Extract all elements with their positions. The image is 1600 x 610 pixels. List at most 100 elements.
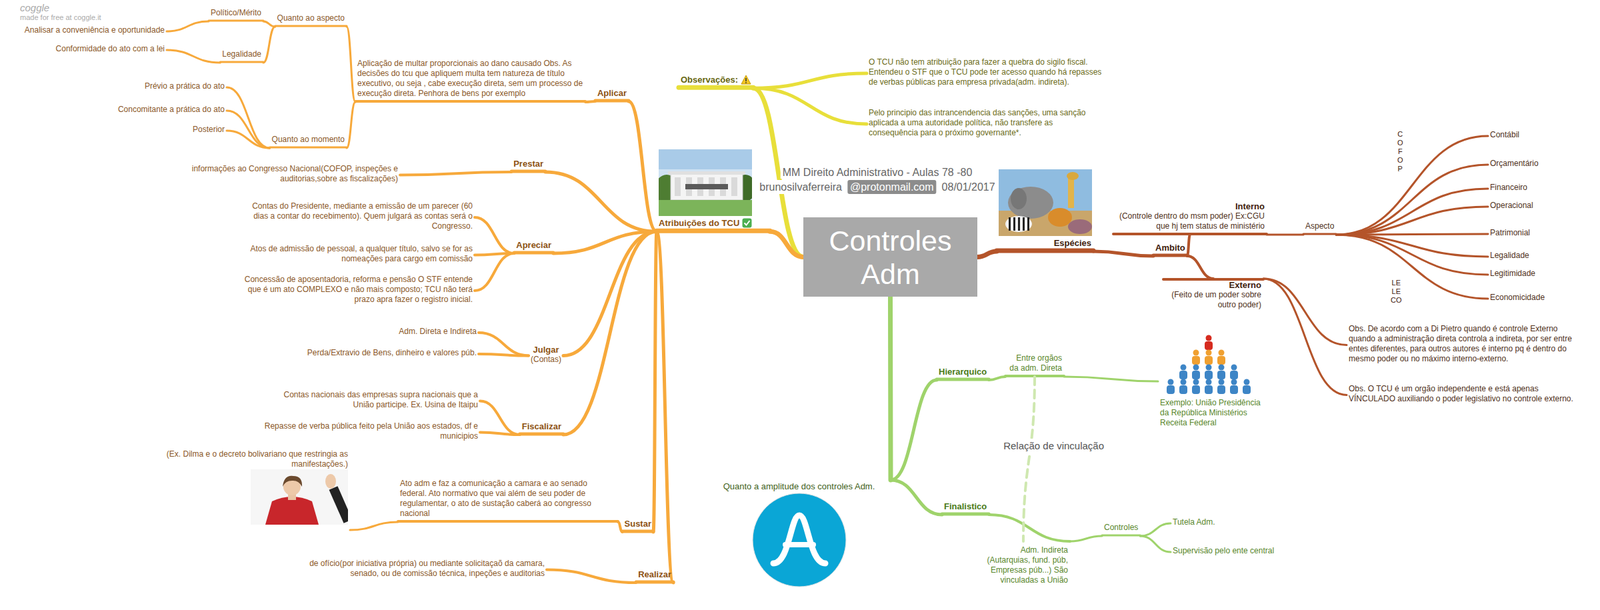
person-icon	[1204, 335, 1213, 351]
note-topic: Conformidade do ato com a lei	[54, 42, 167, 58]
warning-triangle	[741, 75, 751, 84]
topic-label: Orçamentário	[1490, 158, 1539, 169]
branch-connector	[1140, 536, 1171, 552]
branch-connector	[346, 102, 356, 148]
warning-icon	[740, 74, 752, 85]
zebra-stripe	[1008, 217, 1011, 231]
topic-label: Concessão de aposentadoria, reforma e pe…	[236, 274, 473, 305]
person-head	[1206, 379, 1212, 386]
check-mark	[744, 220, 750, 226]
note-topic: Quanto ao aspecto	[275, 12, 347, 27]
note-topic: Atos de admissão de pessoal, a qualquer …	[248, 242, 475, 268]
person-icon	[1204, 350, 1213, 366]
roof	[668, 171, 746, 175]
topic-label: Político/Mérito	[210, 8, 262, 18]
topic-label: Controles Adm	[810, 224, 971, 291]
branch-connector	[480, 401, 520, 436]
note-topic: Economicidade	[1488, 291, 1547, 306]
topic-label: Aplicar	[597, 88, 627, 98]
note-topic: Quanto ao momento	[270, 133, 347, 148]
branch-topic: Interno(Controle dentro do msm poder) Ex…	[1113, 200, 1267, 235]
topic-label: Operacional	[1490, 200, 1534, 211]
note-topic: (Ex. Dilma e o decreto bolivariano que r…	[156, 448, 350, 530]
branch-connector	[226, 87, 270, 148]
person-body	[1217, 385, 1226, 394]
topic-label: Quanto a amplitude dos controles Adm.	[709, 481, 889, 492]
branch-connector	[350, 522, 398, 530]
person-head	[1206, 350, 1212, 356]
note-topic: Prévio a prática do ato	[142, 80, 227, 95]
note-topic: Legalidade	[220, 48, 264, 63]
person-icon	[1192, 379, 1200, 395]
branch-connector	[1336, 234, 1488, 299]
topic-label: Atos de admissão de pessoal, a qualquer …	[250, 244, 473, 264]
branch-underline	[936, 378, 989, 382]
person-body	[1192, 385, 1200, 394]
person-body	[1192, 370, 1200, 380]
person-icon	[1217, 379, 1226, 395]
branch-connector	[977, 251, 997, 258]
building	[670, 173, 743, 200]
branch-connector	[563, 231, 657, 435]
zebra	[1005, 216, 1032, 232]
check-icon	[742, 218, 753, 228]
person-head	[1244, 379, 1250, 386]
note-topic: Perda/Extravio de Bens, dinheiro e valor…	[305, 346, 479, 362]
topic-label: Legalidade	[222, 49, 262, 60]
person-icon	[1179, 364, 1188, 380]
branch-connector	[1336, 234, 1488, 257]
branch-connector	[1336, 136, 1488, 235]
person-body	[1217, 370, 1226, 380]
watermark: coggle	[20, 2, 50, 14]
branch-connector	[656, 231, 674, 583]
note-topic: informações ao Congresso Nacional(COFOP,…	[186, 162, 400, 188]
author-line: brunosilvaferreira@protonmail.com08/01/2…	[756, 180, 998, 194]
note-topic: Aplicação de multar proporcionais ao dan…	[355, 57, 586, 102]
branch-topic: Hierarquico	[936, 365, 989, 380]
note-topic: Quanto a amplitude dos controles Adm.	[707, 480, 891, 594]
person-icon	[1230, 379, 1238, 395]
person-body	[1204, 356, 1213, 365]
branch-underline	[656, 228, 770, 234]
diagram-title: MM Direito Administrativo - Aulas 78 -80	[780, 166, 975, 179]
branch-connector	[478, 354, 529, 356]
note-topic: Obs. De acordo com a Di Pietro quando é …	[1346, 322, 1587, 368]
note-topic: Orçamentário	[1488, 157, 1541, 172]
note-topic: Operacional	[1488, 199, 1536, 214]
branch-topic: Observações:	[678, 73, 754, 88]
note-topic: Analisar a conveniência e oportunidade	[22, 24, 167, 39]
person-head	[1218, 379, 1225, 386]
hand	[325, 474, 336, 489]
person-head	[1218, 364, 1225, 371]
branch-connector	[480, 432, 520, 436]
branch-connector	[1064, 376, 1158, 382]
topic-label: Observações:	[680, 74, 738, 85]
branch-topic: Atribuições do TCU	[656, 148, 770, 232]
person-head	[1193, 364, 1200, 371]
branch-topic: Ambito	[1153, 241, 1188, 256]
topic-label: Quanto ao momento	[272, 134, 345, 145]
check-box	[742, 218, 752, 228]
logo-mark	[773, 515, 826, 564]
topic-label: Posterior	[192, 124, 225, 135]
person-body	[1179, 385, 1188, 394]
branch-connector	[166, 50, 220, 63]
note-topic: Legalidade	[1488, 249, 1532, 264]
topic-label: Fiscalizar	[522, 421, 562, 432]
branch-underline	[996, 248, 1094, 254]
note-topic: de ofício(por iniciativa própria) ou med…	[306, 557, 547, 582]
branch-connector	[263, 26, 276, 63]
person-body	[1166, 385, 1175, 394]
person-head	[1231, 379, 1238, 386]
topic-label: Analisar a conveniência e oportunidade	[24, 25, 165, 36]
topic-label: Concomitante a prática do ato	[118, 104, 225, 115]
topic-label: Obs. De acordo com a Di Pietro quando é …	[1348, 324, 1585, 364]
arm	[333, 488, 348, 522]
person-icon	[1166, 379, 1175, 395]
branch-connector	[545, 172, 657, 232]
person-head	[1168, 379, 1174, 386]
zebra-stripe	[1018, 217, 1020, 231]
branch-connector	[1336, 206, 1488, 235]
branch-connector	[753, 88, 867, 124]
topic-label: Conformidade do ato com a lei	[56, 44, 165, 54]
